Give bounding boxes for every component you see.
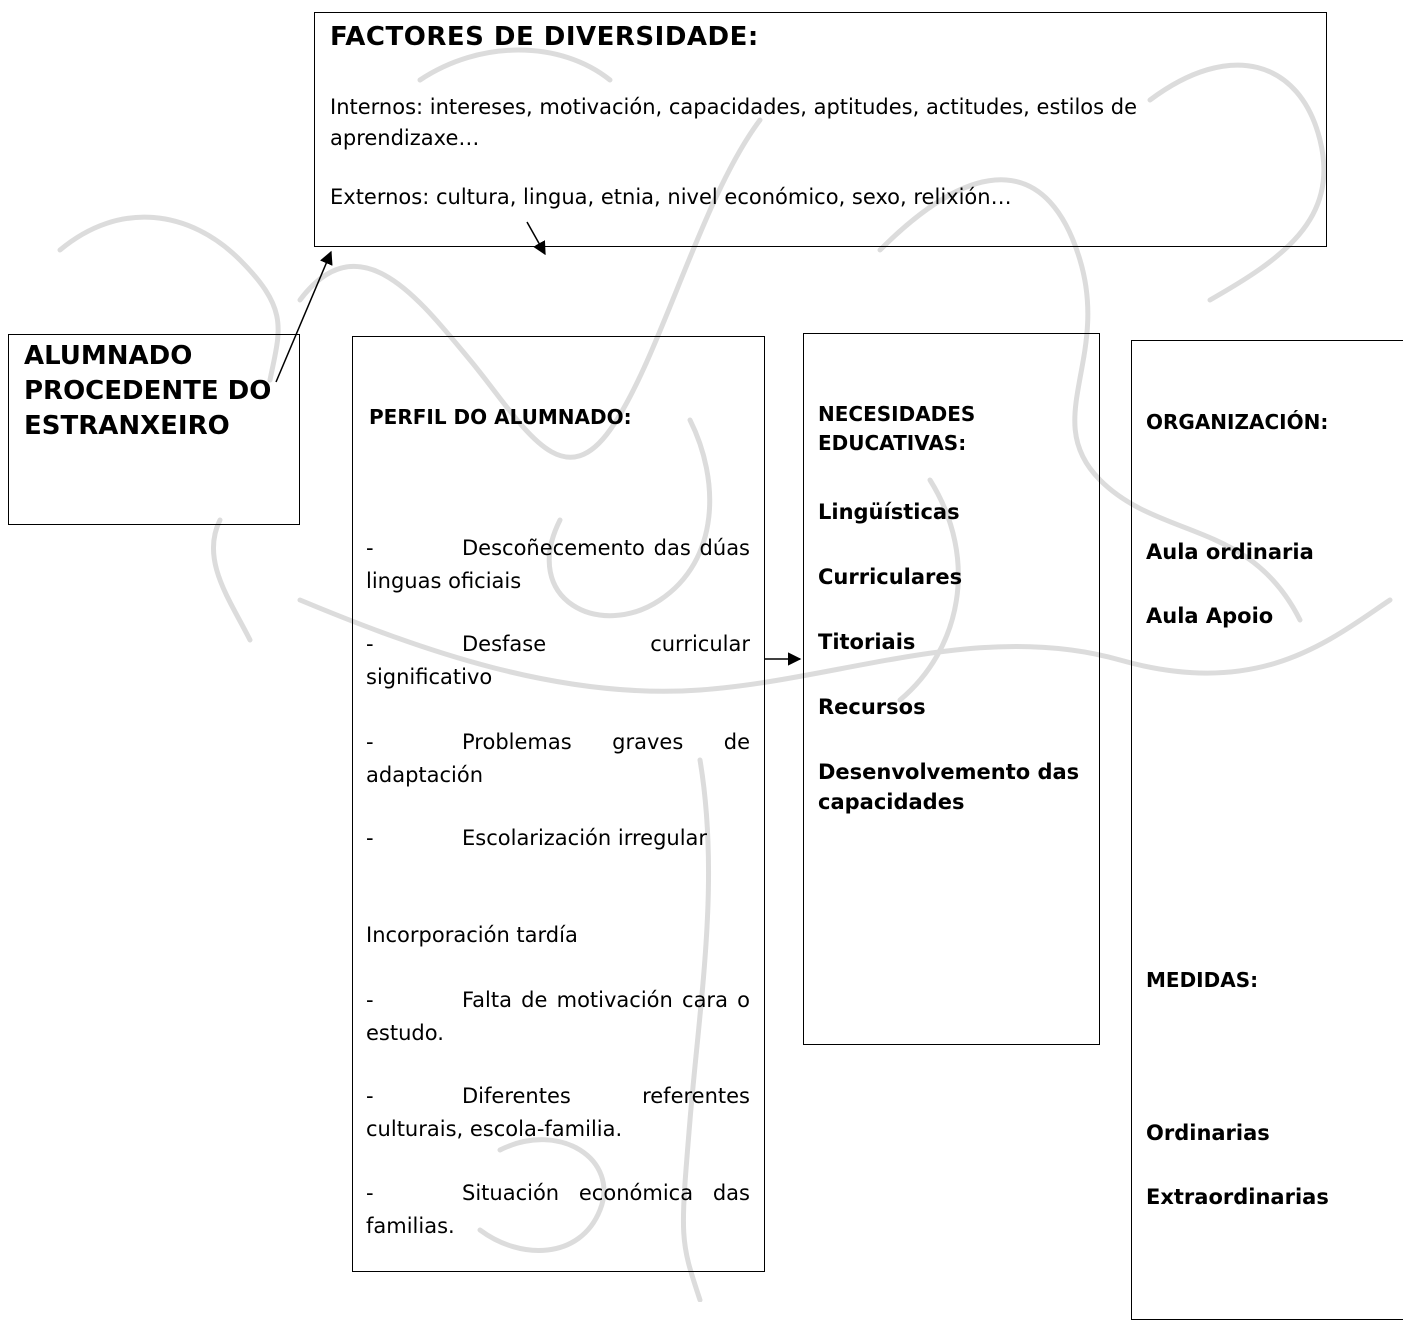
- organizacion-title: ORGANIZACIÓN:: [1146, 410, 1329, 434]
- necesidade-item: Recursos: [818, 695, 926, 719]
- perfil-dash: -: [366, 536, 374, 560]
- perfil-dash: -: [366, 826, 374, 850]
- perfil-item-text: Situación económica das familias.: [366, 1181, 750, 1238]
- organizacion-item: Aula Apoio: [1146, 604, 1274, 628]
- necesidade-item: Desenvolvemento das capacidades: [818, 760, 1080, 814]
- perfil-item-text: Desfase curricular significativo: [366, 632, 750, 689]
- perfil-item-6: -Falta de motivación cara o estudo.: [366, 984, 750, 1050]
- perfil-dash: -: [366, 632, 374, 656]
- necesidades-title: NECESIDADES EDUCATIVAS:: [818, 402, 976, 455]
- arrow-cultura-down: [526, 221, 546, 256]
- necesidade-item: Lingüísticas: [818, 500, 960, 524]
- medidas-title: MEDIDAS:: [1146, 968, 1259, 992]
- necesidade-item: Titoriais: [818, 630, 916, 654]
- perfil-item-text: Diferentes referentes culturais, escola-…: [366, 1084, 750, 1141]
- medidas-item: Ordinarias: [1146, 1121, 1270, 1145]
- perfil-item-1: -Descoñecemento das dúas linguas oficiai…: [366, 532, 750, 598]
- necesidade-item: Curriculares: [818, 565, 963, 589]
- perfil-dash: -: [366, 988, 374, 1012]
- perfil-item-text: Incorporación tardía: [366, 923, 578, 947]
- arrow-alumnado-to-factores: [275, 250, 333, 383]
- perfil-dash: -: [366, 1181, 374, 1205]
- perfil-title: PERFIL DO ALUMNADO:: [369, 405, 632, 429]
- perfil-item-3: -Problemas graves de adaptación: [366, 726, 750, 792]
- perfil-box: [352, 336, 765, 1272]
- factores-box: [314, 12, 1327, 247]
- perfil-item-text: Descoñecemento das dúas linguas oficiais: [366, 536, 750, 593]
- medidas-item: Extraordinarias: [1146, 1185, 1329, 1209]
- perfil-item-7: -Diferentes referentes culturais, escola…: [366, 1080, 750, 1146]
- organizacion-item: Aula ordinaria: [1146, 540, 1314, 564]
- perfil-item-2: -Desfase curricular significativo: [366, 628, 750, 694]
- perfil-dash: -: [366, 1084, 374, 1108]
- factores-title: FACTORES DE DIVERSIDADE:: [330, 22, 759, 52]
- factores-externos: Externos: cultura, lingua, etnia, nivel …: [330, 185, 1012, 209]
- alumnado-title: ALUMNADO PROCEDENTE DO ESTRANXEIRO: [24, 341, 272, 441]
- perfil-item-text: Falta de motivación cara o estudo.: [366, 988, 750, 1045]
- factores-internos: Internos: intereses, motivación, capacid…: [330, 95, 1138, 150]
- necesidades-box: [803, 333, 1100, 1045]
- alumnado-box: [8, 334, 300, 525]
- perfil-item-5: Incorporación tardía: [366, 919, 750, 952]
- perfil-item-8: -Situación económica das familias.: [366, 1177, 750, 1243]
- perfil-dash: -: [366, 730, 374, 754]
- perfil-item-text: Problemas graves de adaptación: [366, 730, 750, 787]
- perfil-item-text: Escolarización irregular: [462, 826, 708, 850]
- perfil-item-4: - Escolarización irregular: [366, 822, 750, 855]
